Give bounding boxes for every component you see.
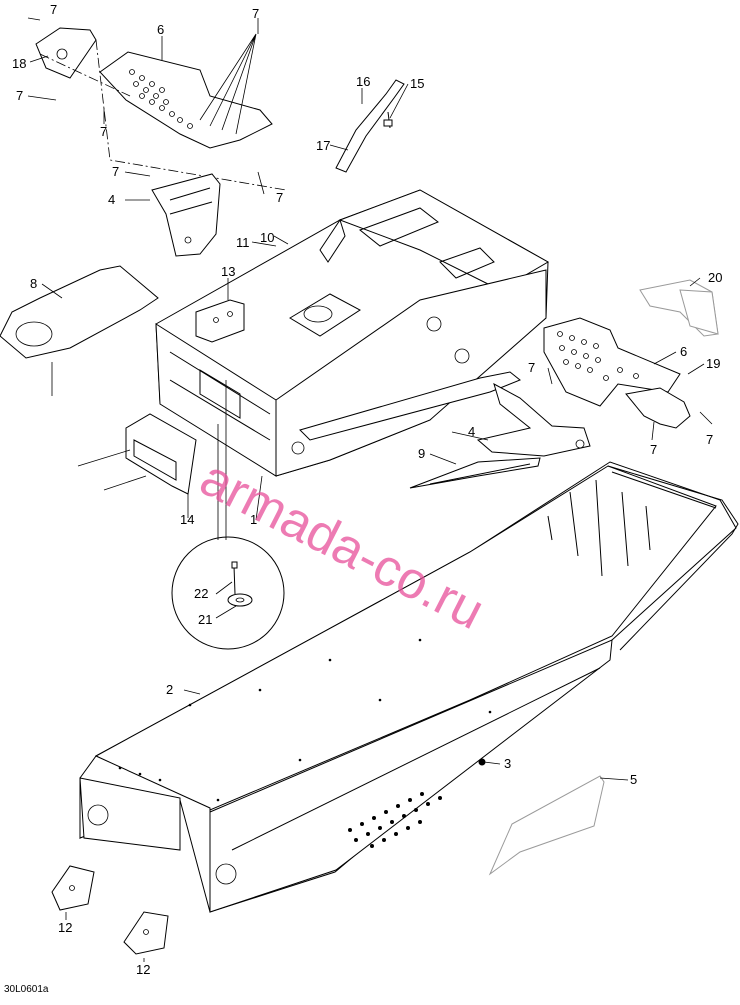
callout-8: 8 bbox=[30, 276, 37, 291]
callout-22: 22 bbox=[194, 586, 208, 601]
callout-6: 6 bbox=[157, 22, 164, 37]
tunnel-perforations bbox=[348, 792, 442, 848]
callout-6: 6 bbox=[680, 344, 687, 359]
callout-2: 2 bbox=[166, 682, 173, 697]
bracket-part-14 bbox=[77, 413, 197, 495]
callout-5: 5 bbox=[630, 772, 637, 787]
callout-7: 7 bbox=[16, 88, 23, 103]
callout-19: 19 bbox=[706, 356, 720, 371]
drawing-code: 30L0601a bbox=[4, 984, 49, 995]
cover-part-20 bbox=[639, 279, 719, 337]
chassis-part-1 bbox=[155, 189, 550, 477]
callout-15: 15 bbox=[410, 76, 424, 91]
gusset-part-12-b bbox=[123, 911, 169, 955]
callout-1: 1 bbox=[250, 512, 257, 527]
leader-lines bbox=[27, 17, 713, 962]
callout-14: 14 bbox=[180, 512, 194, 527]
callout-17: 17 bbox=[316, 138, 330, 153]
callout-16: 16 bbox=[356, 74, 370, 89]
callout-21: 21 bbox=[198, 612, 212, 627]
callout-13: 13 bbox=[221, 264, 235, 279]
callout-7: 7 bbox=[112, 164, 119, 179]
callout-7: 7 bbox=[50, 2, 57, 17]
steering-support-part-4-right bbox=[476, 382, 591, 457]
callout-7: 7 bbox=[706, 432, 713, 447]
callout-7: 7 bbox=[100, 124, 107, 139]
callout-3: 3 bbox=[504, 756, 511, 771]
callout-7: 7 bbox=[528, 360, 535, 375]
callout-labels: 7 7 6 18 7 7 16 15 17 7 7 4 10 11 13 8 2… bbox=[12, 2, 722, 977]
callout-4: 4 bbox=[108, 192, 115, 207]
callout-20: 20 bbox=[708, 270, 722, 285]
skid-plate-part-8 bbox=[0, 265, 159, 396]
reinforcement-part-5 bbox=[488, 775, 605, 876]
brace-part-17 bbox=[335, 79, 405, 173]
callout-7: 7 bbox=[650, 442, 657, 457]
callout-7: 7 bbox=[276, 190, 283, 205]
tunnel-part-2 bbox=[79, 461, 739, 913]
callout-11: 11 bbox=[236, 235, 250, 250]
plate-part-9 bbox=[409, 457, 541, 489]
footrest-right-part-6 bbox=[543, 317, 691, 429]
callout-10: 10 bbox=[260, 230, 274, 245]
callout-12: 12 bbox=[136, 962, 150, 977]
detail-circle bbox=[171, 380, 285, 650]
callout-4: 4 bbox=[468, 424, 475, 439]
callout-9: 9 bbox=[418, 446, 425, 461]
steering-support-part-4-left bbox=[151, 173, 221, 257]
bracket-part-13 bbox=[195, 299, 245, 343]
gusset-part-12-a bbox=[51, 865, 95, 911]
footrest-left-part-6 bbox=[35, 27, 287, 191]
callout-12: 12 bbox=[58, 920, 72, 935]
callout-7: 7 bbox=[252, 6, 259, 21]
callout-18: 18 bbox=[12, 56, 26, 71]
